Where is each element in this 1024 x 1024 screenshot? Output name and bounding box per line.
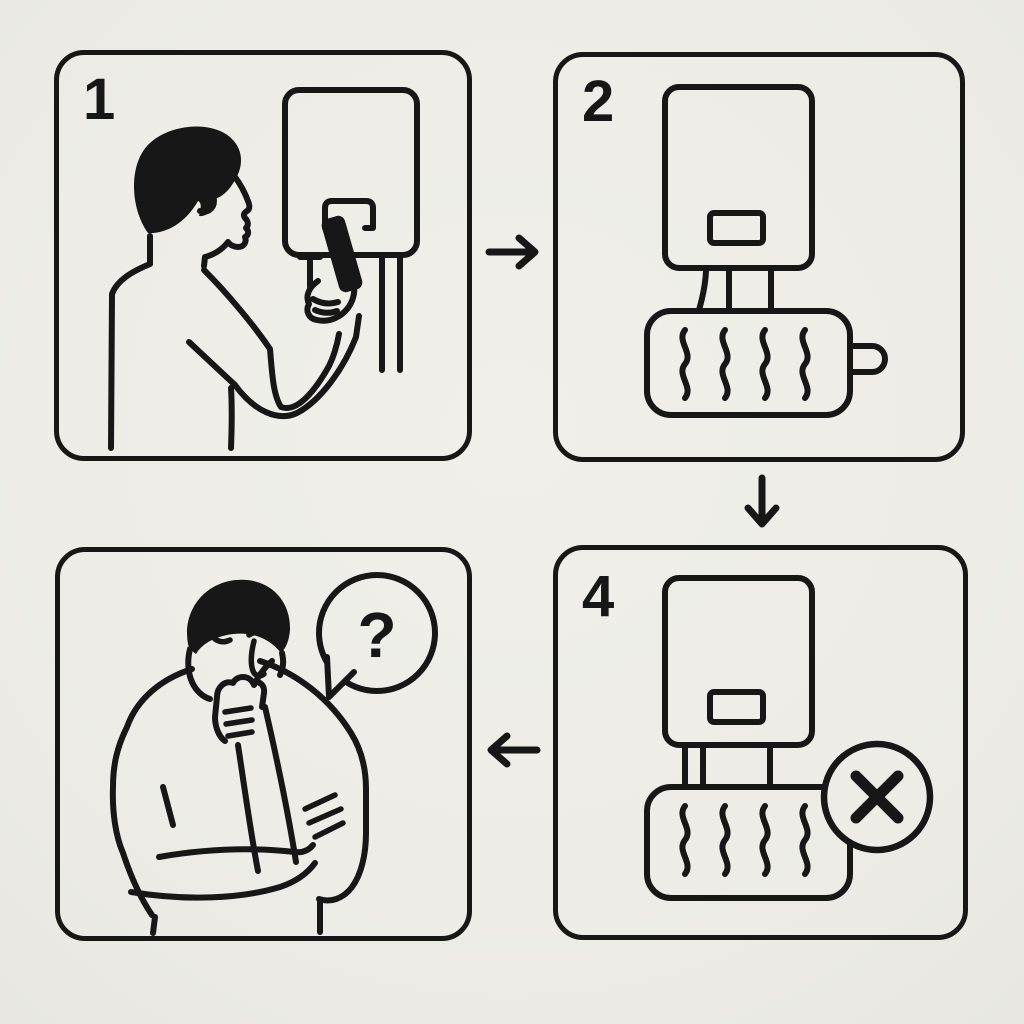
crossed-arm-top: [156, 842, 316, 860]
hair: [187, 579, 291, 654]
forearm-right-edge: [262, 704, 299, 865]
left-sleeve-tick: [150, 914, 158, 936]
smartphone-icon: [321, 215, 363, 293]
step-question-illustration: ?: [109, 572, 438, 936]
boiler-display-icon: [707, 689, 766, 725]
face-left: [185, 646, 213, 702]
wall-boiler-icon: [662, 84, 815, 271]
heat-waves-icon: [679, 803, 811, 877]
step-4-illustration: [644, 575, 934, 901]
forearm-left-edge: [235, 742, 261, 874]
step-number: 1: [83, 67, 115, 132]
wall-boiler-icon: [662, 575, 815, 748]
hand: [304, 278, 358, 324]
closed-eye: [212, 636, 233, 645]
hair: [133, 126, 242, 234]
cross-icon: [850, 770, 904, 824]
back-and-torso: [108, 233, 153, 451]
person-profile-icon: [108, 126, 362, 451]
bubble-tail: [324, 654, 357, 700]
arrow-down-icon: [744, 474, 780, 528]
step-2-illustration: [644, 84, 888, 418]
panel-step-question: ?: [55, 547, 472, 941]
radiator-valve-icon: [847, 343, 888, 375]
fist-edge: [212, 694, 228, 744]
arrow-right-icon: [485, 234, 539, 270]
boiler-pipe-left-icon: [297, 254, 323, 290]
boiler-display-icon: [707, 210, 766, 246]
sleeve-front: [228, 385, 235, 451]
boiler-pipes-right-icon: [379, 254, 403, 373]
step-1-illustration: [108, 87, 420, 451]
panel-step-2: 2: [553, 52, 965, 462]
crossed-arm-bottom: [128, 860, 318, 901]
fist-knuckles: [214, 674, 268, 710]
connection-pipes-icon: [682, 742, 773, 790]
tucked-hand-fingers: [302, 792, 346, 840]
ear: [194, 189, 217, 215]
chest-and-inner-arm: [201, 267, 342, 411]
right-shoulder-arm: [257, 658, 369, 904]
left-shoulder-side: [109, 666, 195, 918]
face-profile: [201, 174, 253, 269]
step-number: 4: [582, 564, 614, 629]
arrow-left-icon: [487, 732, 541, 768]
connection-pipes-icon: [696, 265, 774, 313]
question-mark: ?: [357, 599, 396, 671]
person-thinking-icon: [109, 579, 369, 936]
heat-waves-icon: [679, 327, 811, 401]
brow: [246, 629, 277, 640]
radiator-icon: [644, 784, 853, 901]
panel-step-1: 1: [54, 50, 472, 461]
error-cross-badge-icon: [820, 740, 934, 854]
left-sleeve-seam: [160, 784, 176, 828]
panel-step-4: 4: [553, 545, 968, 940]
fist-fingers: [222, 705, 255, 739]
outer-forearm: [232, 313, 362, 420]
face-right: [277, 650, 287, 678]
speech-bubble-icon: ?: [316, 572, 438, 700]
radiator-icon: [644, 308, 888, 418]
step-number: 2: [582, 69, 614, 134]
wall-boiler-icon: [282, 87, 420, 373]
fingers: [310, 296, 341, 316]
sleeve-fold: [186, 339, 238, 388]
